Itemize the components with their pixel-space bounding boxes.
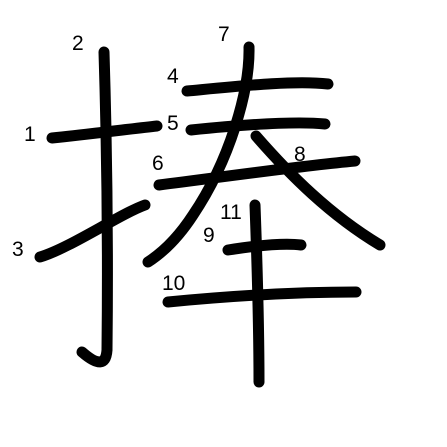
stroke-number-7: 7 (218, 23, 230, 46)
stroke-number-2: 2 (72, 32, 84, 55)
stroke-number-8: 8 (294, 143, 306, 166)
stroke-number-5: 5 (167, 112, 179, 135)
stroke-number-10: 10 (162, 272, 185, 295)
stroke-10 (162, 286, 362, 308)
stroke-number-9: 9 (203, 224, 215, 247)
stroke-2 (76, 46, 113, 368)
stroke-number-6: 6 (152, 152, 164, 175)
stroke-8 (250, 130, 386, 251)
stroke-9 (222, 238, 307, 256)
stroke-number-4: 4 (167, 65, 179, 88)
stroke-3 (34, 199, 151, 263)
stroke-11 (249, 199, 265, 388)
stroke-5 (185, 117, 331, 136)
stroke-number-3: 3 (12, 238, 24, 261)
stroke-6 (153, 155, 361, 191)
stroke-number-1: 1 (24, 123, 36, 146)
stroke-4 (181, 77, 334, 97)
stroke-7 (142, 41, 255, 268)
stroke-number-11: 11 (220, 201, 242, 224)
